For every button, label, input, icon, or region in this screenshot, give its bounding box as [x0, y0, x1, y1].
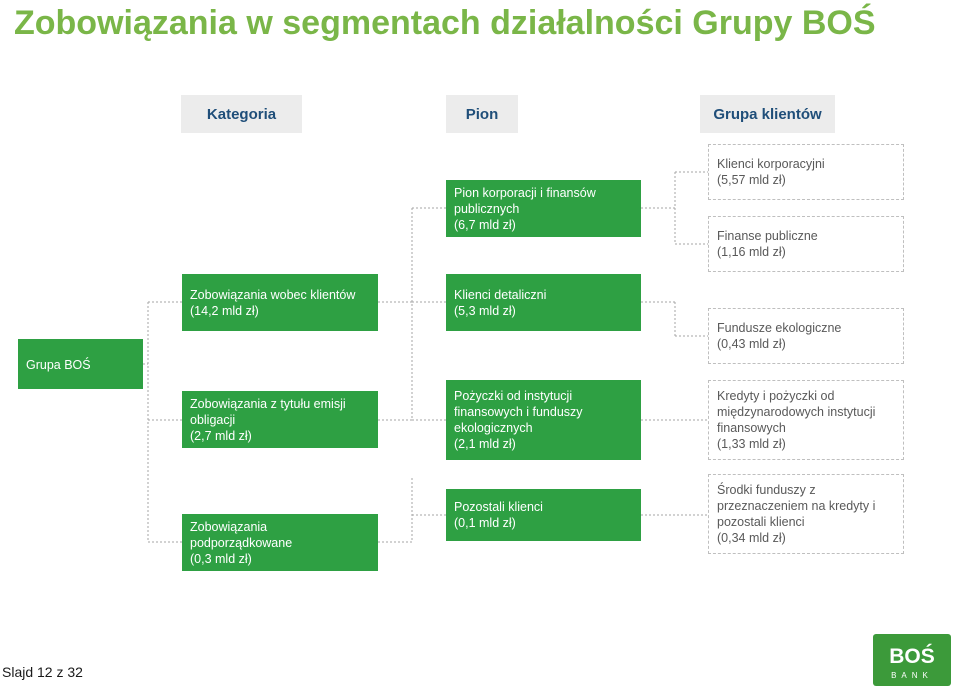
- node-division-3: Pożyczki od instytucji finansowych i fun…: [446, 380, 641, 460]
- node-client-group-3-label: Fundusze ekologiczne (0,43 mld zł): [717, 321, 842, 351]
- node-root-label: Grupa BOŚ: [26, 358, 91, 372]
- bos-logo-icon: BOŚ BANK: [889, 644, 935, 680]
- node-division-4: Pozostali klienci (0,1 mld zł): [446, 489, 641, 541]
- header-division: Pion: [446, 95, 518, 133]
- logo-subtext: BANK: [891, 671, 933, 680]
- node-client-group-2: Finanse publiczne (1,16 mld zł): [708, 216, 904, 272]
- node-category-3-label: Zobowiązania podporządkowane (0,3 mld zł…: [190, 519, 293, 566]
- node-division-1-label: Pion korporacji i finansów publicznych (…: [454, 185, 596, 232]
- header-category: Kategoria: [181, 95, 302, 133]
- node-category-3: Zobowiązania podporządkowane (0,3 mld zł…: [182, 514, 378, 571]
- page-title: Zobowiązania w segmentach działalności G…: [14, 4, 876, 42]
- node-client-group-2-label: Finanse publiczne (1,16 mld zł): [717, 229, 818, 259]
- bos-bank-logo: BOŚ BANK: [873, 634, 951, 686]
- node-client-group-1-label: Klienci korporacyjni (5,57 mld zł): [717, 157, 825, 187]
- node-root: Grupa BOŚ: [18, 339, 143, 389]
- node-category-1: Zobowiązania wobec klientów (14,2 mld zł…: [182, 274, 378, 331]
- node-client-group-1: Klienci korporacyjni (5,57 mld zł): [708, 144, 904, 200]
- node-client-group-5-label: Środki funduszy z przeznaczeniem na kred…: [717, 483, 876, 545]
- node-category-1-label: Zobowiązania wobec klientów (14,2 mld zł…: [190, 287, 356, 318]
- node-division-4-label: Pozostali klienci (0,1 mld zł): [454, 500, 543, 530]
- logo-text: BOŚ: [889, 644, 935, 668]
- node-client-group-4-label: Kredyty i pożyczki od międzynarodowych i…: [717, 389, 876, 451]
- node-category-2: Zobowiązania z tytułu emisji obligacji (…: [182, 391, 378, 448]
- node-client-group-3: Fundusze ekologiczne (0,43 mld zł): [708, 308, 904, 364]
- header-client-group: Grupa klientów: [700, 95, 835, 133]
- node-division-3-label: Pożyczki od instytucji finansowych i fun…: [454, 389, 583, 451]
- node-division-2-label: Klienci detaliczni (5,3 mld zł): [454, 287, 547, 318]
- node-client-group-5: Środki funduszy z przeznaczeniem na kred…: [708, 474, 904, 554]
- slide-number: Slajd 12 z 32: [2, 664, 83, 680]
- node-client-group-4: Kredyty i pożyczki od międzynarodowych i…: [708, 380, 904, 460]
- node-category-2-label: Zobowiązania z tytułu emisji obligacji (…: [190, 396, 346, 443]
- node-division-1: Pion korporacji i finansów publicznych (…: [446, 180, 641, 237]
- node-division-2: Klienci detaliczni (5,3 mld zł): [446, 274, 641, 331]
